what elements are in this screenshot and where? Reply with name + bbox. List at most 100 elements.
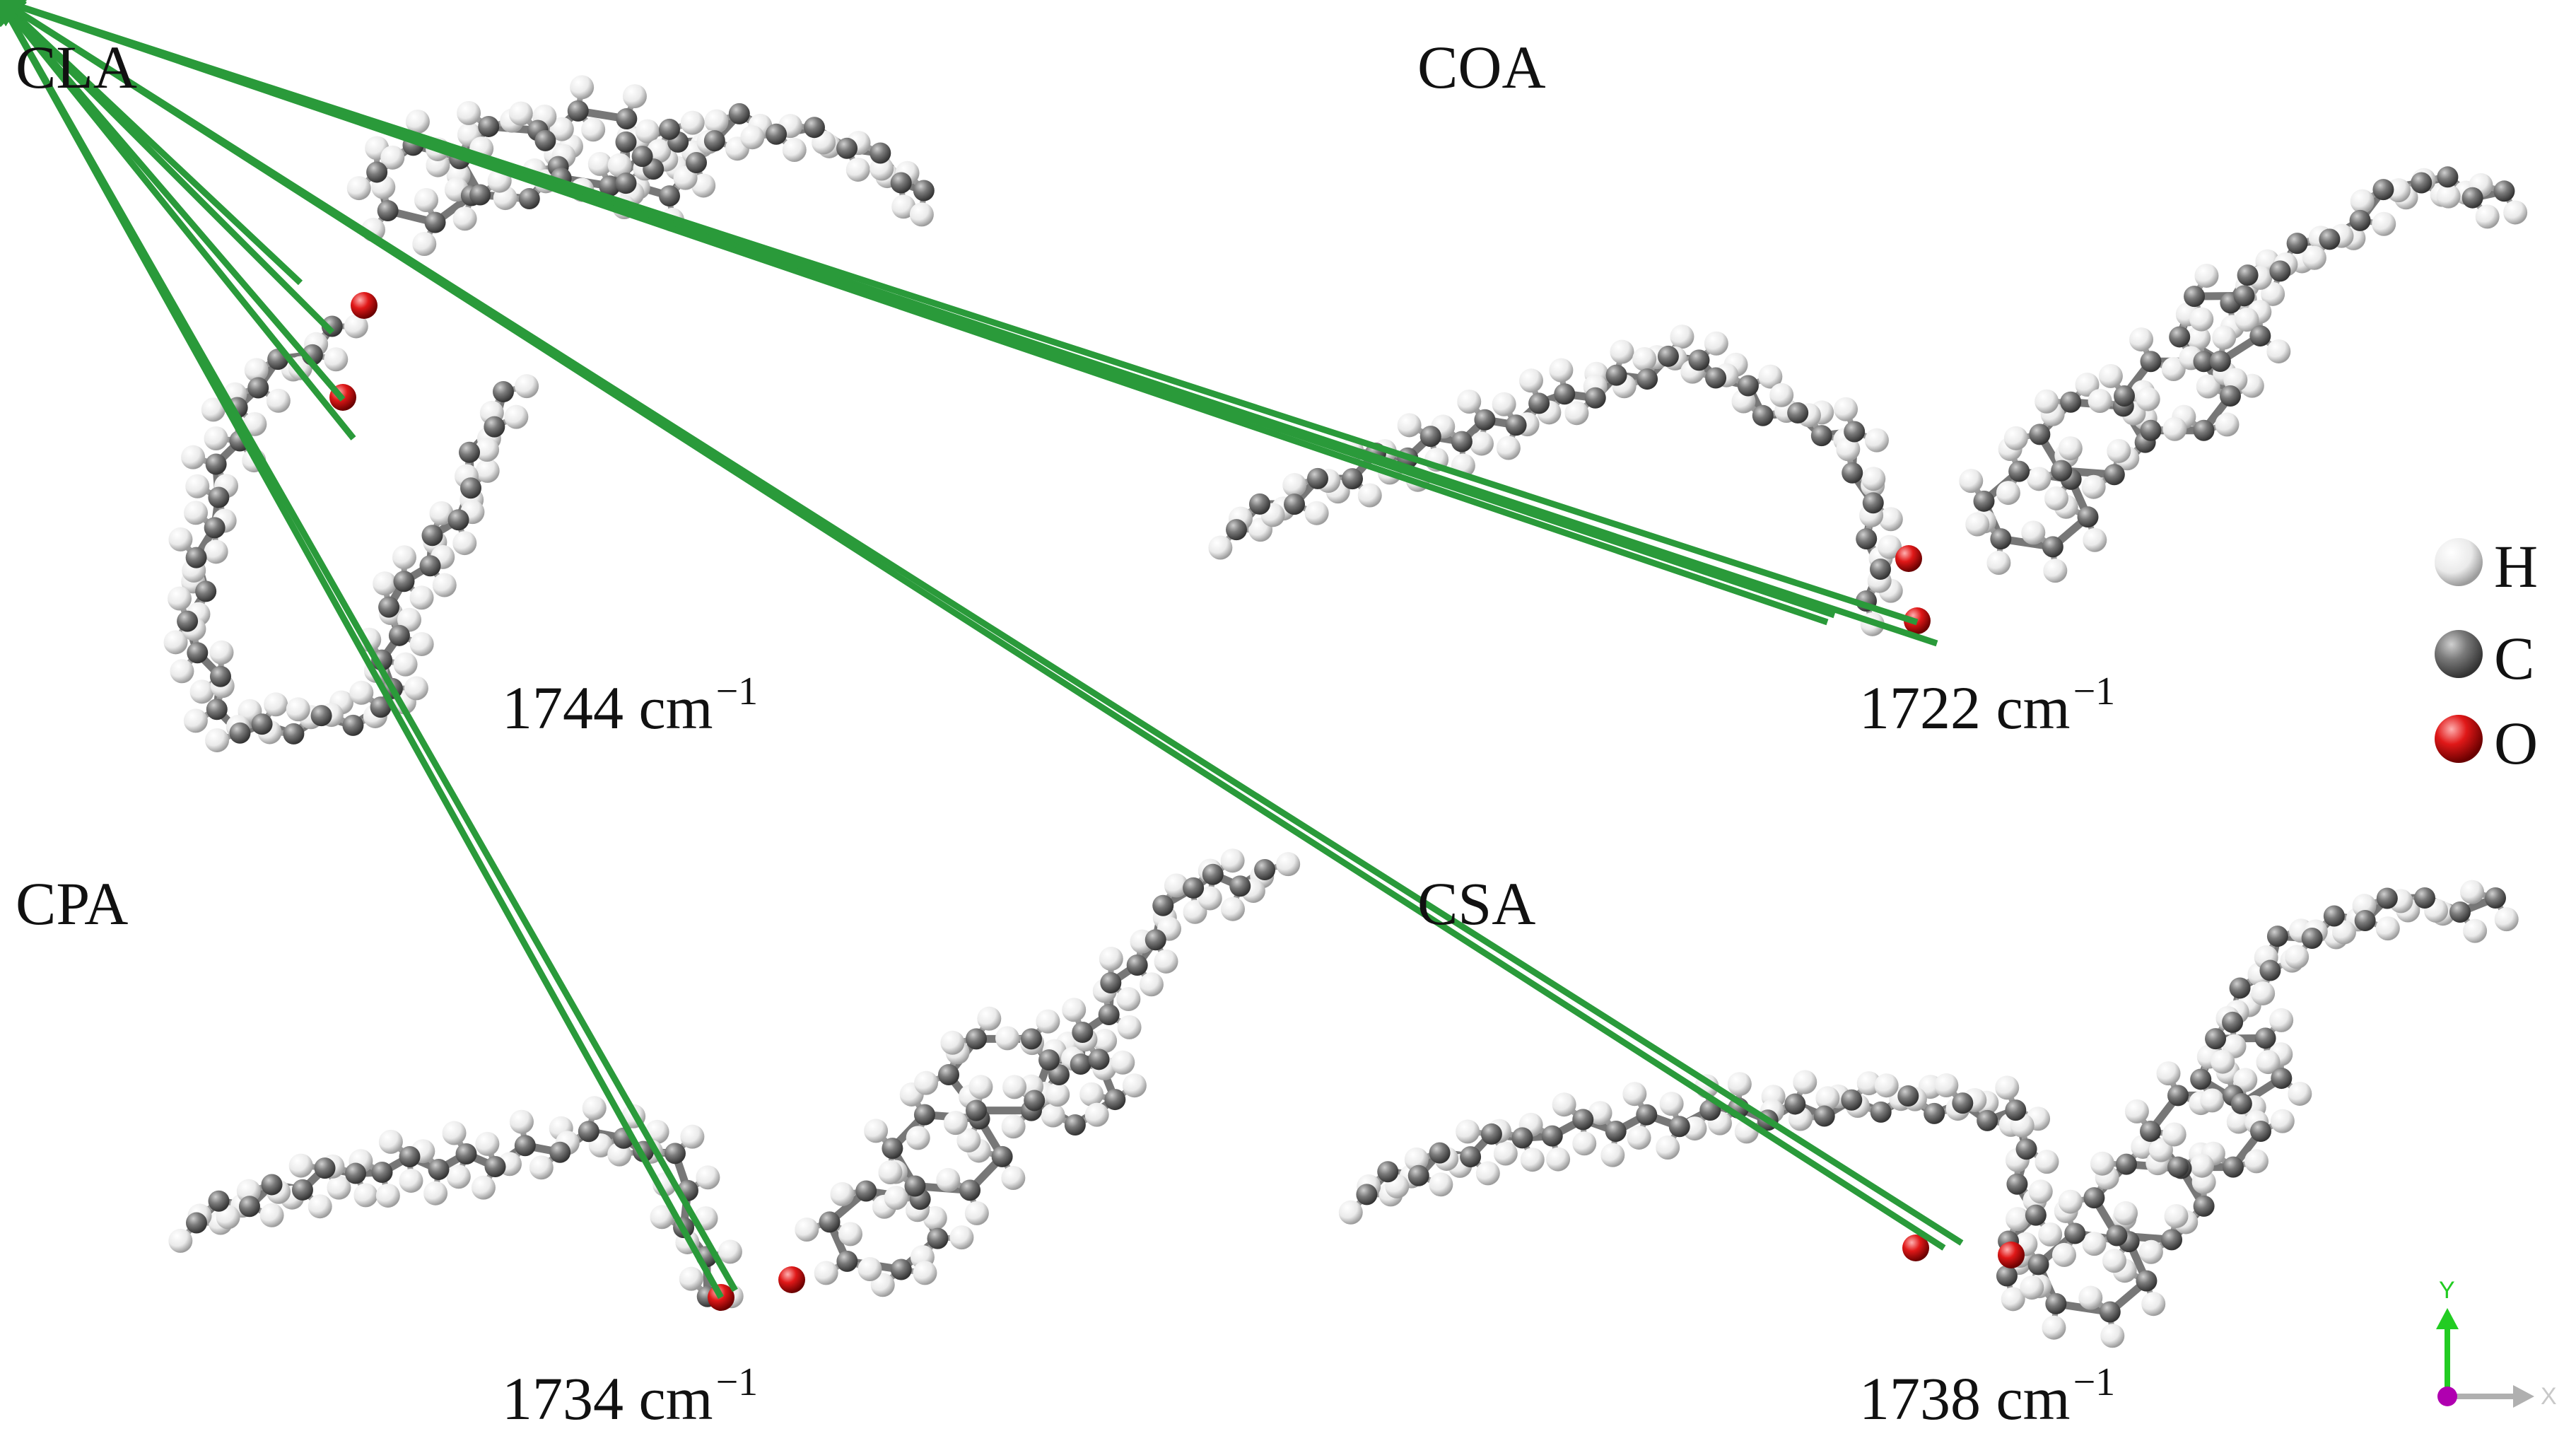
hydrogen-atom <box>2090 1152 2114 1176</box>
carbon-atom <box>2116 1154 2137 1175</box>
carbon-atom <box>1814 1106 1835 1127</box>
carbon-atom <box>836 1251 857 1272</box>
hydrogen-atom <box>1154 950 1178 974</box>
carbon-atom <box>1542 1126 1563 1147</box>
hydrogen-atom <box>2052 1243 2076 1267</box>
panel-label-cla: CLA <box>16 37 137 98</box>
hydrogen-atom <box>1728 1072 1752 1096</box>
frequency-value: 1738 <box>1859 1365 1981 1432</box>
hydrogen-atom <box>185 474 209 498</box>
frequency-exponent: −1 <box>716 1360 759 1404</box>
carbon-atom <box>2220 385 2241 407</box>
carbon-atom <box>1024 1090 1045 1111</box>
carbon-atom <box>1528 392 1550 414</box>
hydrogen-atom <box>1610 340 1634 364</box>
legend-label-oxygen: O <box>2494 713 2538 774</box>
carbon-atom <box>1100 972 1121 993</box>
hydrogen-atom <box>2190 1154 2214 1178</box>
carbon-atom <box>292 1179 313 1201</box>
carbon-atom <box>399 1146 421 1167</box>
hydrogen-atom <box>1140 972 1164 996</box>
carbon-atom <box>1752 405 1774 426</box>
oxygen-atom <box>1895 545 1922 572</box>
hydrogen-atom <box>170 659 194 683</box>
hydrogen-atom <box>529 1155 554 1179</box>
carbon-atom <box>1856 528 1877 549</box>
molecule-coa <box>0 0 2527 643</box>
hydrogen-atom <box>1282 473 1306 497</box>
hydrogen-atom <box>1118 1015 1142 1039</box>
hydrogen-atom <box>681 111 705 135</box>
frequency-unit: cm <box>1996 1365 2071 1432</box>
carbon-atom <box>836 138 857 159</box>
hydrogen-atom <box>2212 325 2236 349</box>
atom-layer <box>0 0 935 752</box>
carbon-atom <box>686 152 707 173</box>
hydrogen-atom <box>2211 1050 2235 1074</box>
molecule-cla <box>0 0 935 752</box>
hydrogen-atom <box>2215 412 2239 436</box>
hydrogen-atom <box>940 1031 964 1055</box>
hydrogen-atom <box>2437 185 2461 209</box>
carbon-atom <box>1554 383 1575 404</box>
hydrogen-atom <box>1111 1051 1135 1075</box>
hydrogen-atom <box>1492 392 1516 416</box>
panel-label-csa: CSA <box>1417 873 1535 934</box>
hydrogen-atom <box>2350 189 2375 214</box>
carbon-atom <box>855 1181 877 1202</box>
hydrogen-atom <box>1670 325 1694 349</box>
hydrogen-atom <box>267 389 291 413</box>
carbon-atom <box>2234 285 2255 306</box>
carbon-atom <box>210 666 231 687</box>
hydrogen-atom <box>1036 1010 1060 1034</box>
vibration-vector <box>0 0 1962 1243</box>
frequency-label-csa: 1738 cm−1 <box>1859 1368 2115 1429</box>
hydrogen-atom <box>1656 1136 1680 1160</box>
hydrogen-atom <box>410 585 434 609</box>
oxygen-atom <box>778 1266 805 1293</box>
hydrogen-atom <box>2020 1276 2044 1300</box>
hydrogen-atom <box>1519 368 1543 392</box>
carbon-atom <box>1863 492 1884 513</box>
carbon-atom <box>1506 414 1527 436</box>
carbon-atom <box>2377 888 2398 909</box>
carbon-atom <box>1070 1053 1091 1075</box>
hydrogen-atom <box>2114 1201 2138 1225</box>
carbon-atom <box>2319 228 2340 250</box>
carbon-atom <box>2222 1012 2243 1033</box>
hydrogen-atom <box>2035 390 2059 414</box>
carbon-atom <box>493 381 514 402</box>
carbon-atom <box>616 108 637 129</box>
carbon-atom <box>1229 875 1251 897</box>
hydrogen-atom <box>353 1183 377 1207</box>
hydrogen-atom <box>977 1007 1001 1031</box>
carbon-atom <box>1127 955 1148 976</box>
hydrogen-atom <box>1600 1143 1624 1167</box>
carbon-atom <box>1924 1103 1945 1124</box>
hydrogen-atom <box>679 1267 703 1291</box>
carbon-atom <box>1636 1104 1657 1126</box>
carbon-atom <box>366 161 387 182</box>
hydrogen-atom <box>2503 200 2527 224</box>
carbon-atom <box>2372 179 2394 200</box>
carbon-atom <box>891 172 912 193</box>
carbon-atom <box>1996 1265 2018 1286</box>
carbon-atom <box>2106 1225 2127 1246</box>
frequency-value: 1744 <box>502 674 623 742</box>
carbon-atom <box>2259 960 2281 981</box>
hydrogen-atom <box>1834 397 1858 421</box>
bond-layer <box>180 860 1288 1297</box>
hydrogen-atom <box>510 1110 534 1134</box>
hydrogen-atom <box>2035 1150 2059 1174</box>
hydrogen-atom <box>2029 1179 2053 1203</box>
carbon-atom <box>2042 536 2063 557</box>
carbon-atom <box>1841 1090 1862 1111</box>
hydrogen-atom <box>168 527 192 551</box>
hydrogen-atom <box>1549 358 1573 383</box>
hydrogen-atom <box>949 1225 973 1249</box>
hydrogen-atom <box>2463 919 2487 943</box>
hydrogen-atom <box>2021 520 2045 544</box>
carbon-atom <box>2016 1138 2037 1160</box>
hydrogen-atom <box>2044 486 2068 510</box>
hydrogen-atom <box>1934 1073 1958 1097</box>
